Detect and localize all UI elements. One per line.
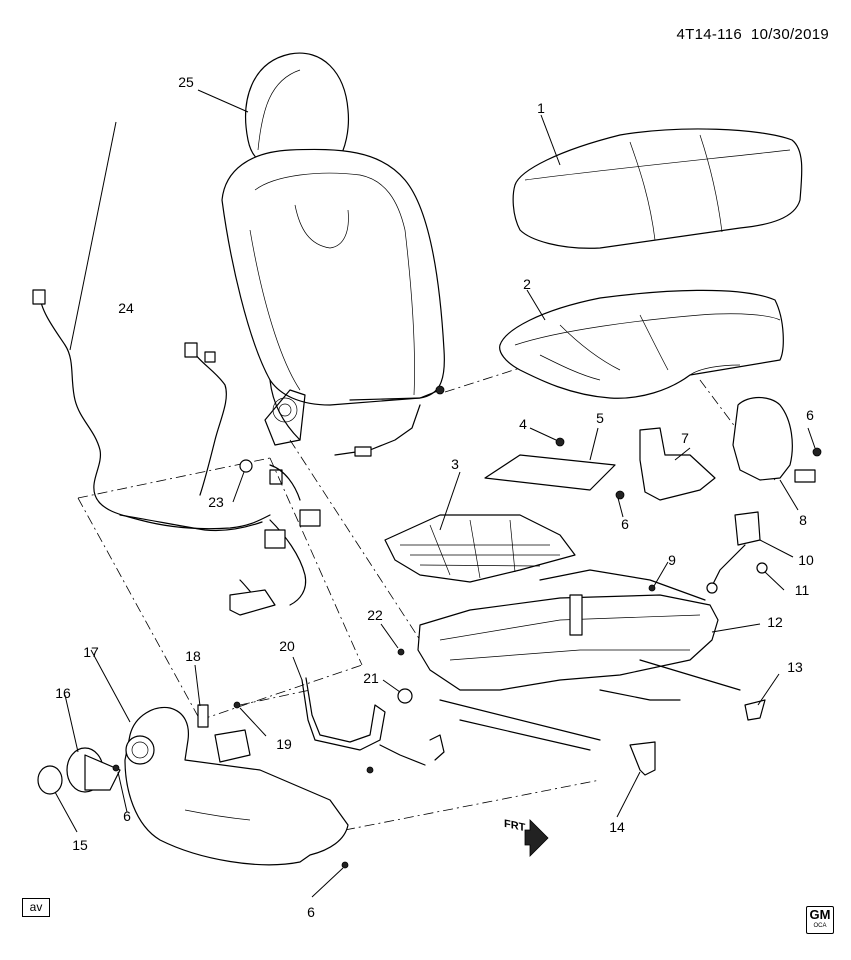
callout-15: 15 [72,837,88,853]
trim-8-illustration [732,396,816,483]
callout-22: 22 [367,607,383,623]
callout-6-center: 6 [621,516,629,532]
callout-6-left: 6 [123,808,131,824]
gm-logo-text: GM [809,907,831,922]
callout-19: 19 [276,736,292,752]
callout-2: 2 [523,276,531,292]
callout-4: 4 [519,416,527,432]
callout-23: 23 [208,494,224,510]
document-date: 10/30/2019 [750,26,829,43]
callout-20: 20 [279,638,295,654]
fasteners [112,437,822,869]
callout-11: 11 [794,582,810,598]
side-shield-illustration [124,706,349,866]
callout-24: 24 [118,300,134,316]
callout-13: 13 [787,659,803,675]
callout-12: 12 [767,614,783,630]
callout-18: 18 [185,648,201,664]
gm-logo: GM OCA [806,906,834,934]
callout-6-bottom: 6 [307,904,315,920]
callout-9: 9 [668,552,676,568]
wiring-harness-illustration [32,289,321,616]
seat-frame-illustration [417,569,741,751]
seat-cover-illustration [512,128,803,249]
callout-17: 17 [83,644,99,660]
document-id: 4T14-116 10/30/2019 [676,26,829,43]
headrest-illustration [245,52,350,163]
callout-8: 8 [799,512,807,528]
clip-13-illustration [744,699,766,721]
callout-7: 7 [681,430,689,446]
document-number: 4T14-116 [676,26,742,43]
bracket-14-illustration [629,741,656,776]
panel-5-illustration [484,454,616,491]
seat-pad-illustration [499,289,784,399]
adjuster-link-illustration [301,677,445,766]
callout-16: 16 [55,685,71,701]
switch-illustration [197,704,251,763]
callout-5: 5 [596,410,604,426]
callout-10: 10 [798,552,814,568]
callout-6-right: 6 [806,407,814,423]
callout-1: 1 [537,100,545,116]
front-direction-arrow [524,819,549,857]
leader-lines [54,89,816,898]
view-tag: av [22,898,50,917]
recliner-knob-illustration [37,747,121,795]
gm-logo-subtext: OCA [813,923,827,929]
seat-back-illustration [221,148,445,457]
callout-3: 3 [451,456,459,472]
callout-14: 14 [609,819,625,835]
callout-21: 21 [363,670,379,686]
belt-buckle-illustration [706,511,761,594]
bracket-7-illustration [639,427,716,501]
cushion-frame-illustration [384,514,576,583]
callout-25: 25 [178,74,194,90]
